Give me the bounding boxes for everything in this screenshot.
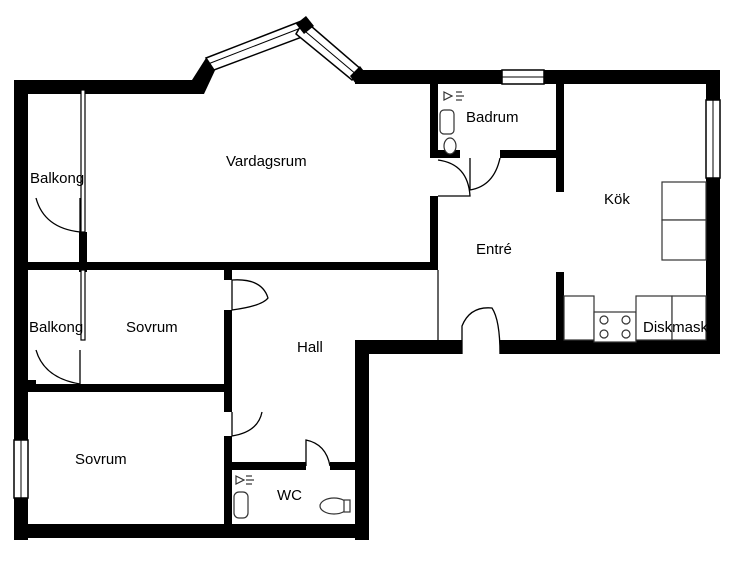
wall-badrum-bottom-right — [500, 150, 562, 158]
door-sovrum-upper — [231, 279, 269, 311]
fixtures — [233, 91, 707, 519]
wall-hall-right — [355, 340, 369, 540]
wall-right-2 — [706, 178, 720, 354]
label-wc: WC — [277, 487, 302, 504]
wall-vardagsrum-entre-2 — [430, 196, 438, 270]
exterior-walls — [14, 58, 720, 540]
windows — [13, 18, 721, 499]
wall-top-right — [355, 70, 502, 84]
wall-balkong-upper-right — [79, 232, 87, 272]
label-balkong-upper: Balkong — [30, 170, 84, 187]
kok-counter-bottom-2 — [635, 295, 673, 341]
label-vardagsrum: Vardagsrum — [226, 153, 307, 170]
wall-bottom — [14, 524, 369, 538]
wall-wc-top-right — [330, 462, 360, 470]
label-diskmaskin: Diskmaskin — [643, 319, 720, 336]
kok-counter-bottom-1 — [563, 295, 595, 341]
wall-hall-left-bottom — [224, 436, 232, 532]
label-sovrum-lower: Sovrum — [75, 451, 127, 468]
wc-shower-icon — [235, 475, 254, 485]
kok-counter-bottom-3 — [671, 295, 707, 341]
label-sovrum-upper: Sovrum — [126, 319, 178, 336]
wall-bottom-entry-left — [355, 340, 462, 354]
wall-vardagsrum-bottom — [28, 262, 438, 270]
wall-wc-top-left — [232, 462, 306, 470]
thin-lines — [80, 89, 439, 341]
wall-kok-left-lower — [556, 272, 564, 348]
bay-corners — [296, 16, 366, 84]
interior-walls — [28, 80, 564, 532]
door-wc — [305, 439, 331, 467]
label-badrum: Badrum — [466, 109, 519, 126]
kok-counter-upper — [661, 181, 707, 221]
doors — [35, 157, 501, 467]
wall-badrum-right — [556, 80, 564, 192]
room-labels: Vardagsrum Balkong Balkong Sovrum Sovrum… — [29, 109, 720, 504]
door-front — [461, 307, 501, 355]
wall-badrum-bottom-left — [430, 150, 460, 158]
kok-counter-lower — [661, 219, 707, 261]
wall-hall-left-top — [224, 270, 232, 280]
badrum-toilet — [443, 137, 457, 155]
badrum-sink — [439, 109, 455, 135]
shower-icon — [443, 91, 464, 101]
door-sovrum-lower — [231, 411, 263, 437]
wall-balkong-lower — [28, 380, 36, 386]
label-entre: Entré — [476, 241, 512, 258]
wall-top-right-2 — [544, 70, 720, 84]
door-balkong-lower — [35, 349, 81, 385]
wall-sovrum-upper-bottom — [28, 384, 230, 392]
door-vardagsrum-entre — [437, 159, 471, 197]
wc-sink — [233, 491, 249, 519]
wall-bottom-entry-right — [500, 340, 720, 354]
wall-vardagsrum-entre — [430, 80, 438, 158]
door-badrum — [469, 157, 501, 191]
wall-right — [706, 70, 720, 100]
label-hall: Hall — [297, 339, 323, 356]
wall-left — [14, 80, 28, 540]
label-balkong-lower: Balkong — [29, 319, 83, 336]
door-balkong-upper — [35, 197, 81, 233]
wall-hall-left-mid — [224, 310, 232, 412]
kok-stove — [593, 311, 637, 343]
wall-top-left — [14, 80, 204, 94]
label-kok: Kök — [604, 191, 630, 208]
